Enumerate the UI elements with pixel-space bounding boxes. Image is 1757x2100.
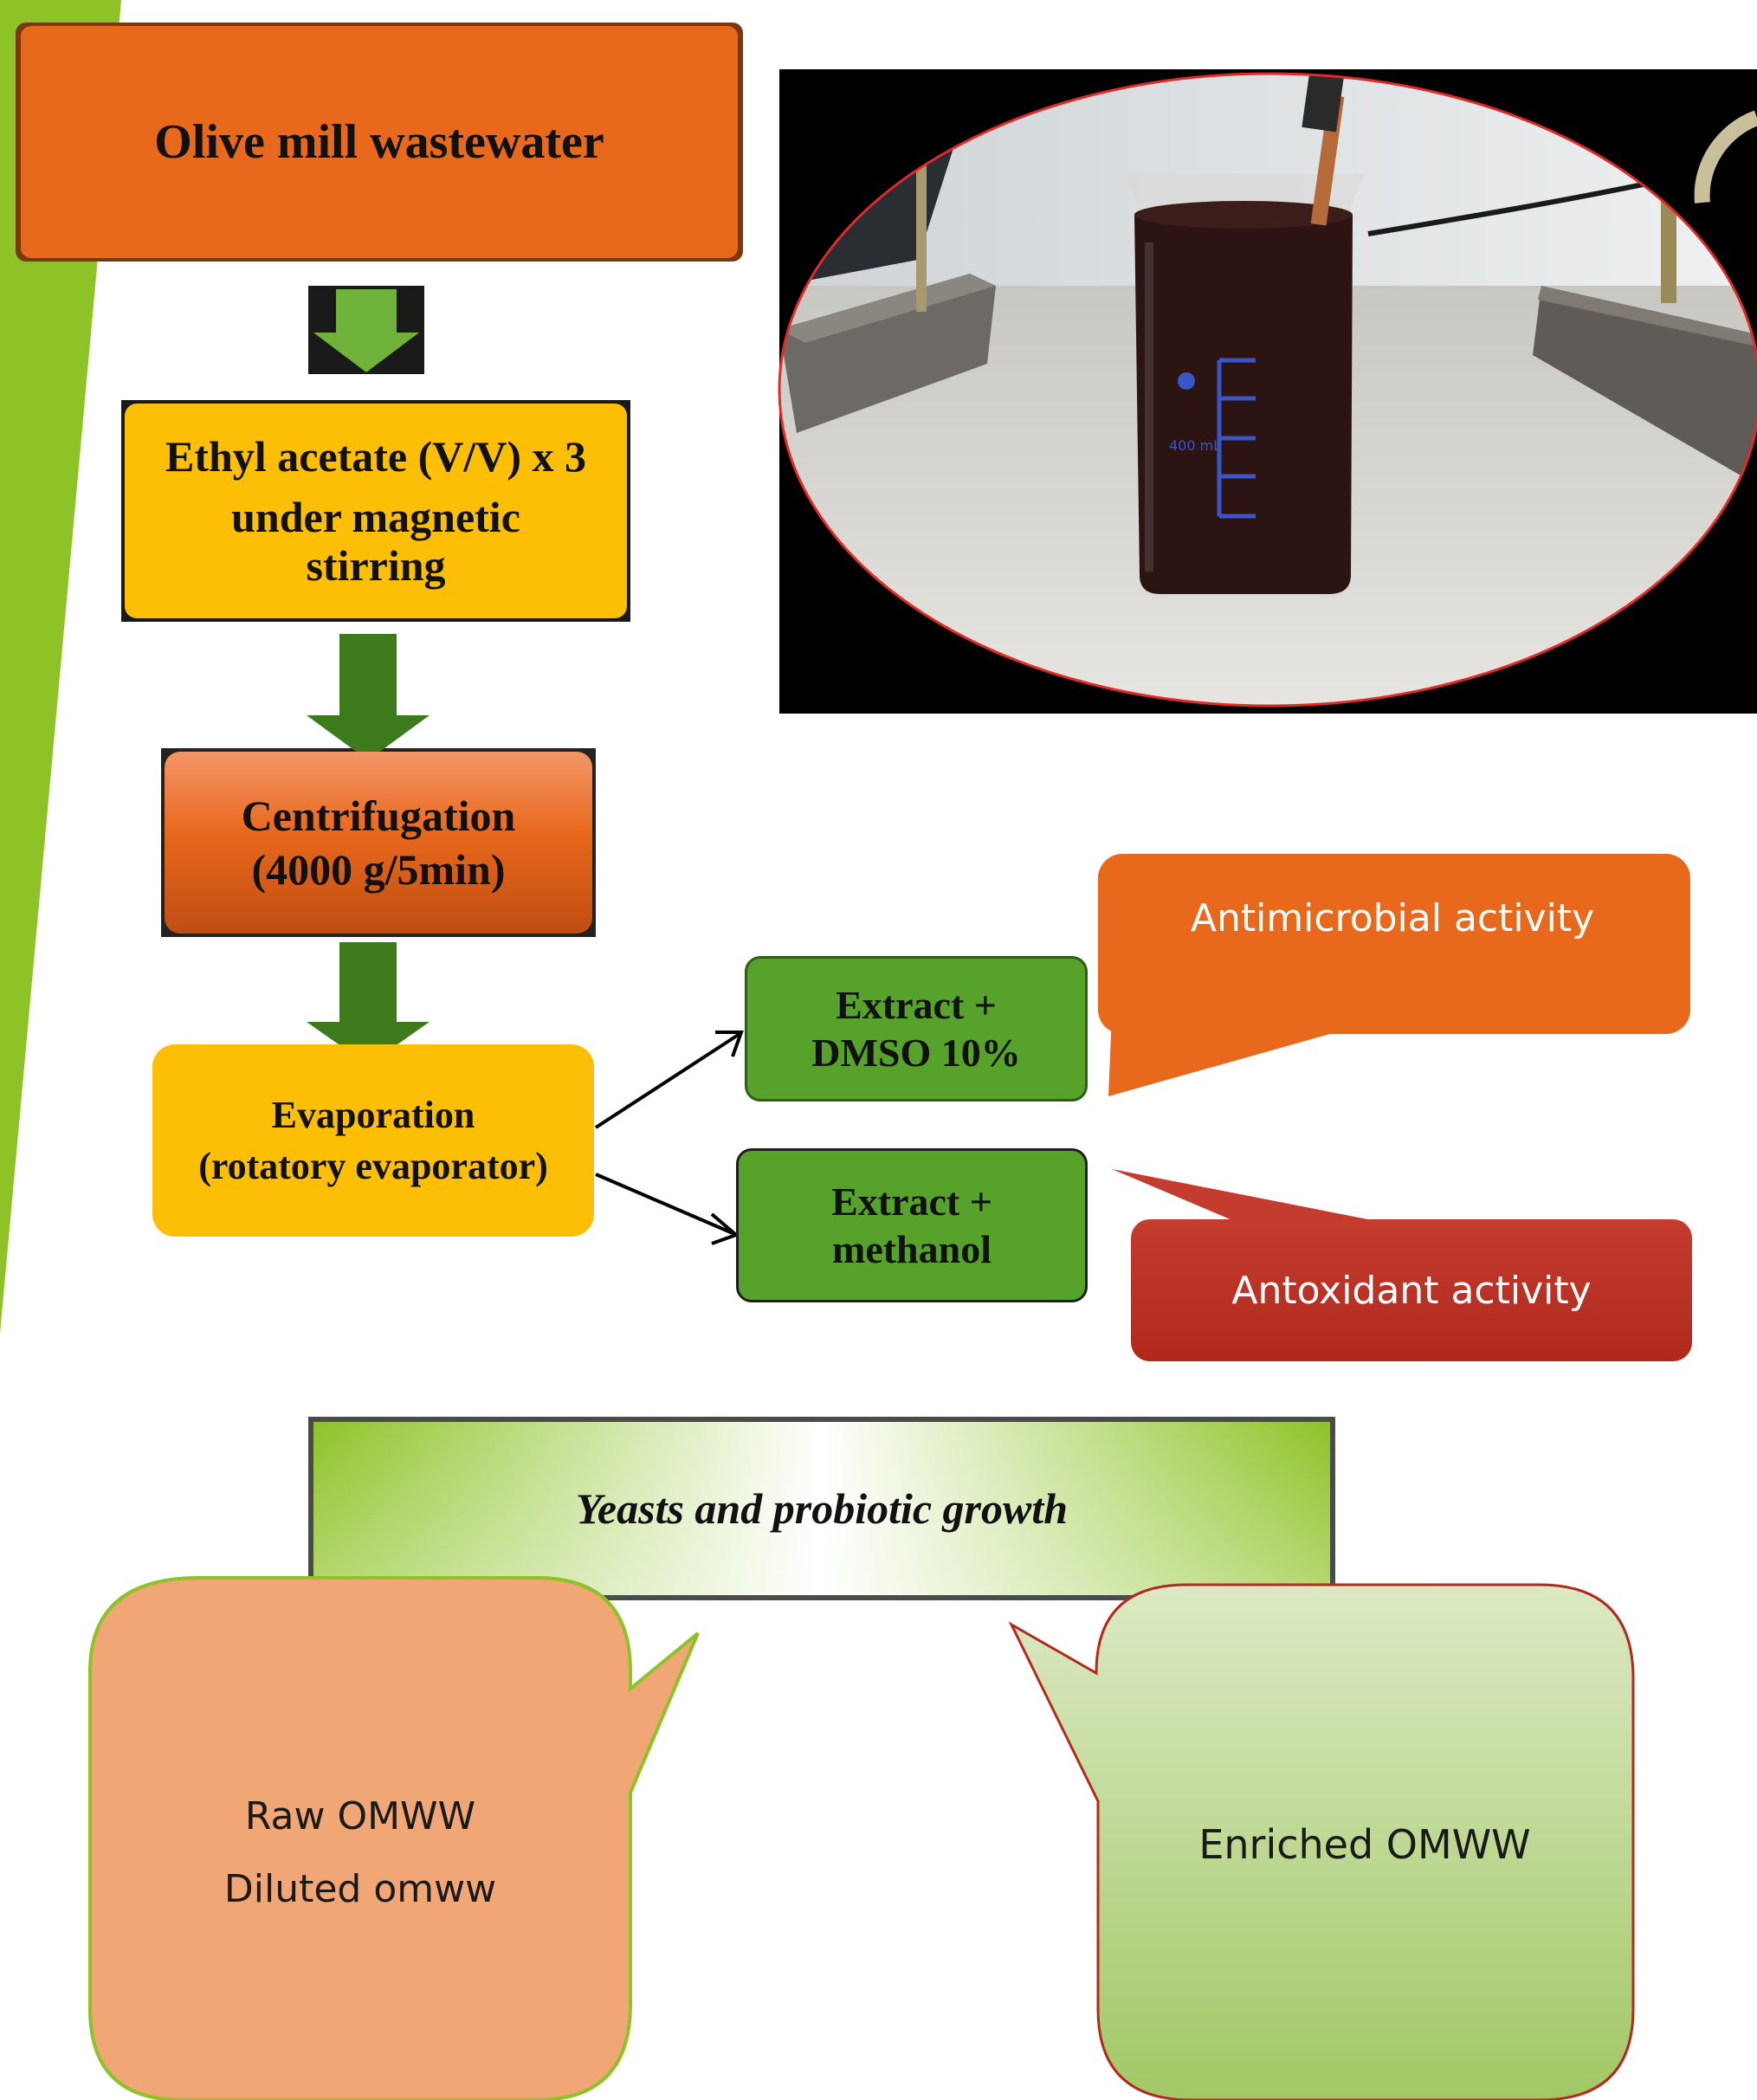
extraction-line-3: stirring <box>306 541 446 590</box>
arrow-2 <box>307 634 430 760</box>
branch-arrow-lower <box>595 1173 740 1245</box>
branch-arrow-upper <box>594 1031 744 1129</box>
beaker-photo: 400 mL <box>778 69 1757 714</box>
yeast-growth-title: Yeasts and probiotic growth <box>575 1484 1069 1533</box>
arrow-1 <box>308 286 424 374</box>
antioxidant-label: Antoxidant activity <box>1231 1268 1592 1313</box>
antimicrobial-callout <box>1098 854 1690 1096</box>
evaporation-line-2: (rotatory evaporator) <box>198 1145 548 1187</box>
yeast-banner <box>308 1417 1335 1600</box>
step-extraction-box: Ethyl acetate (V/V) x 3 under magnetic s… <box>125 404 627 618</box>
step-evaporation-box: Evaporation (rotatory evaporator) <box>152 1044 594 1237</box>
step-source-box: Olive mill wastewater <box>21 26 738 258</box>
step-centrifugation-box: Centrifugation (4000 g/5min) <box>165 752 592 934</box>
antimicrobial-label: Antimicrobial activity <box>1190 895 1595 940</box>
enriched-omww-label: Enriched OMWW <box>1198 1821 1531 1868</box>
beaker-label: 400 mL <box>1169 437 1221 454</box>
diluted-omww-label: Diluted omww <box>223 1867 497 1911</box>
dmso-line-1: Extract + <box>836 982 997 1027</box>
methanol-line-1: Extract + <box>831 1179 992 1224</box>
antioxidant-callout <box>1112 1169 1692 1361</box>
extract-methanol-box: Extract + methanol <box>736 1148 1088 1302</box>
centrifugation-line-1: Centrifugation <box>241 791 516 840</box>
centrifugation-line-2: (4000 g/5min) <box>251 845 506 894</box>
step-source-label: Olive mill wastewater <box>154 115 604 169</box>
extraction-line-1: Ethyl acetate (V/V) x 3 <box>165 432 586 481</box>
raw-omww-text: Raw OMWW Diluted omww <box>90 1732 630 1974</box>
evaporation-line-1: Evaporation <box>271 1093 475 1136</box>
left-accent-strip <box>0 0 121 1334</box>
raw-omww-label: Raw OMWW <box>244 1794 476 1839</box>
enriched-omww-callout <box>1008 1583 1635 2100</box>
methanol-line-2: methanol <box>832 1227 992 1271</box>
extract-dmso-box: Extract + DMSO 10% <box>745 956 1088 1102</box>
arrow-3 <box>307 942 430 1065</box>
extraction-line-2: under magnetic <box>231 493 520 541</box>
dmso-line-2: DMSO 10% <box>811 1031 1021 1075</box>
